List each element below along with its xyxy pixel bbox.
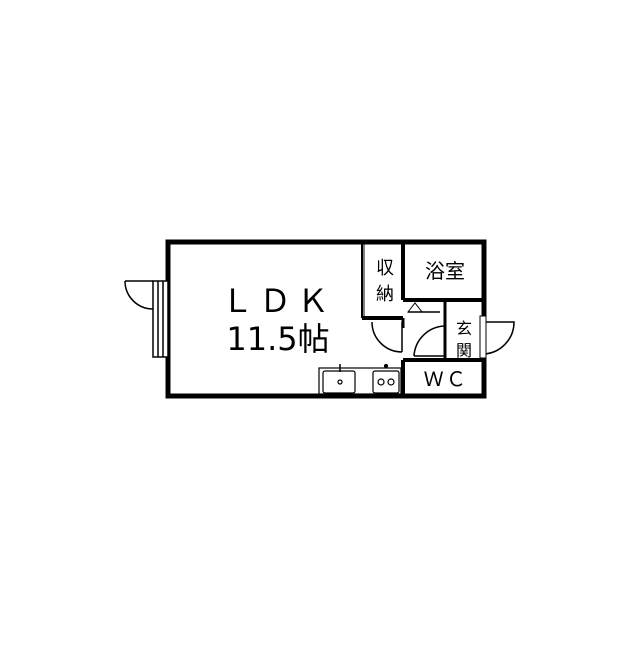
entrance-door [483,321,515,355]
bath-door-arrow [406,302,424,313]
ldk-room-label: ＬＤＫ [221,282,335,320]
ldk-area-label: 11.5帖 [226,320,330,358]
kitchen [318,363,402,395]
stove [372,370,400,394]
doors [371,302,515,359]
storage-label-line1: 収 [376,258,394,279]
storage-door [371,321,403,353]
balcony-window [124,280,169,358]
storage-label-line2: 納 [376,284,394,305]
entrance-label-line2: 関 [455,341,472,360]
entrance-label: 玄 関 [452,318,476,362]
kitchen-counter [318,367,402,395]
sink [322,370,356,394]
bath-room-label: 浴室 [425,259,465,283]
toilet-label: ＷＣ [423,367,469,391]
interior-walls [361,242,484,396]
entrance-label-line1: 玄 [455,319,472,338]
wc-door [413,325,445,357]
storage-label: 収 納 [370,256,400,308]
